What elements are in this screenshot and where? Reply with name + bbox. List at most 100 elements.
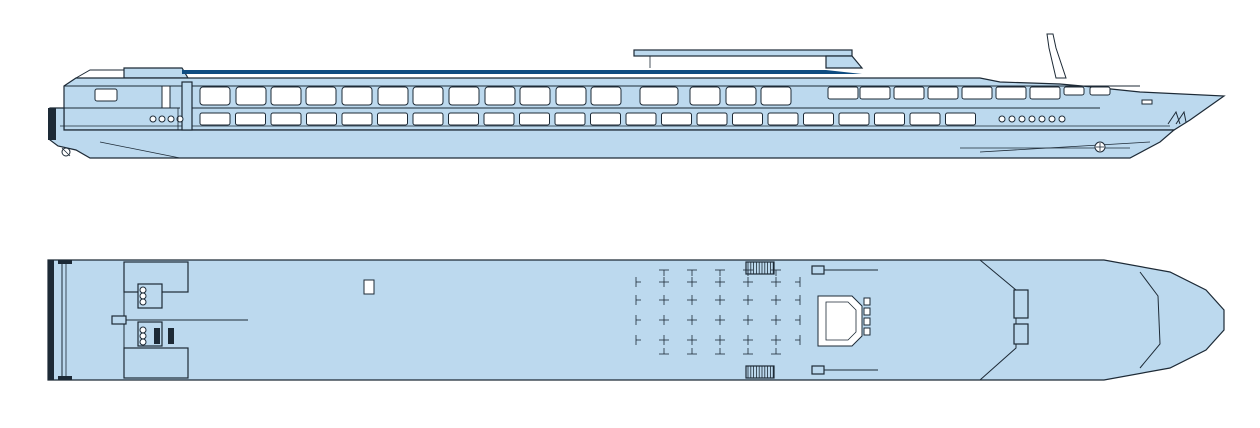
deck-chair (659, 295, 669, 305)
stairs-bottom (745, 365, 775, 379)
deck-chair (715, 335, 725, 345)
stern-portholes (149, 108, 184, 130)
roof-band (182, 70, 862, 74)
window (519, 112, 550, 126)
bow-portholes (998, 115, 1066, 123)
top-deck-plan-view (47, 259, 1225, 381)
window (661, 112, 692, 126)
wheelhouse (123, 67, 190, 79)
window (377, 112, 408, 126)
deck-chair (687, 315, 697, 325)
window (519, 86, 551, 106)
vent-icon (154, 328, 160, 344)
window (554, 112, 586, 126)
window (689, 86, 721, 106)
porthole (1048, 115, 1056, 123)
deck-chair (715, 315, 725, 325)
deck-chair (635, 335, 641, 345)
window (625, 112, 657, 126)
window (827, 86, 859, 100)
deck-chair (743, 269, 753, 276)
side-elevation-view (48, 33, 1226, 159)
porthole (1038, 115, 1046, 123)
vent-icon (168, 328, 174, 344)
window (199, 86, 231, 106)
window (874, 112, 905, 126)
stern-module-bottom (123, 347, 189, 379)
deck-chair (795, 277, 801, 287)
window (859, 86, 891, 100)
window (995, 86, 1027, 100)
porthole (1008, 115, 1016, 123)
bow-logo-icon (1167, 110, 1187, 125)
window (590, 86, 622, 106)
hatch (363, 279, 375, 295)
deck-chair (743, 277, 753, 287)
window (909, 112, 941, 126)
window (448, 112, 479, 126)
deck-chair (687, 348, 697, 355)
deck-chair (687, 295, 697, 305)
window (732, 112, 763, 126)
porthole (1018, 115, 1026, 123)
porthole (1028, 115, 1036, 123)
stairs-top (745, 261, 775, 275)
window (484, 86, 516, 106)
window (1063, 86, 1085, 96)
window (555, 86, 587, 106)
deck-chair (743, 348, 753, 355)
deck-chair (715, 269, 725, 276)
window (341, 112, 373, 126)
porthole (149, 115, 157, 123)
window (377, 86, 409, 106)
window (760, 86, 792, 106)
porthole (176, 115, 184, 123)
deck-chair (743, 335, 753, 345)
mast (1046, 33, 1067, 79)
deck-chair (795, 335, 801, 345)
window (270, 86, 302, 106)
deck-chair (687, 277, 697, 287)
window (305, 86, 337, 106)
window (725, 86, 757, 106)
window (961, 86, 993, 100)
deck-chair (771, 335, 781, 345)
deck-chair (771, 277, 781, 287)
deck-chair (771, 295, 781, 305)
deck-chair (659, 315, 669, 325)
window (235, 86, 267, 106)
window (696, 112, 728, 126)
window (1089, 86, 1111, 96)
stern-rail (48, 260, 54, 380)
deck-chair (659, 335, 669, 345)
porthole (1058, 115, 1066, 123)
stern-fender (48, 108, 56, 140)
deck-chair (795, 295, 801, 305)
deck-chair (715, 295, 725, 305)
window (448, 86, 480, 106)
deck-chair (771, 315, 781, 325)
porthole (167, 115, 175, 123)
window (893, 86, 925, 100)
deck-chair (743, 315, 753, 325)
pool-area (817, 295, 871, 347)
porthole (998, 115, 1006, 123)
deck-chair (715, 277, 725, 287)
porthole (158, 115, 166, 123)
window (803, 112, 834, 126)
window (927, 86, 959, 100)
deck-chair (635, 295, 641, 305)
window (235, 112, 266, 126)
deck-chair (771, 348, 781, 355)
deck-chair (771, 269, 781, 276)
window (945, 112, 976, 126)
deck-chair (659, 277, 669, 287)
window (199, 112, 231, 126)
deck-chair (795, 315, 801, 325)
window (483, 112, 515, 126)
window (412, 112, 444, 126)
window (590, 112, 621, 126)
deck-chair (635, 315, 641, 325)
hull (49, 107, 1176, 159)
